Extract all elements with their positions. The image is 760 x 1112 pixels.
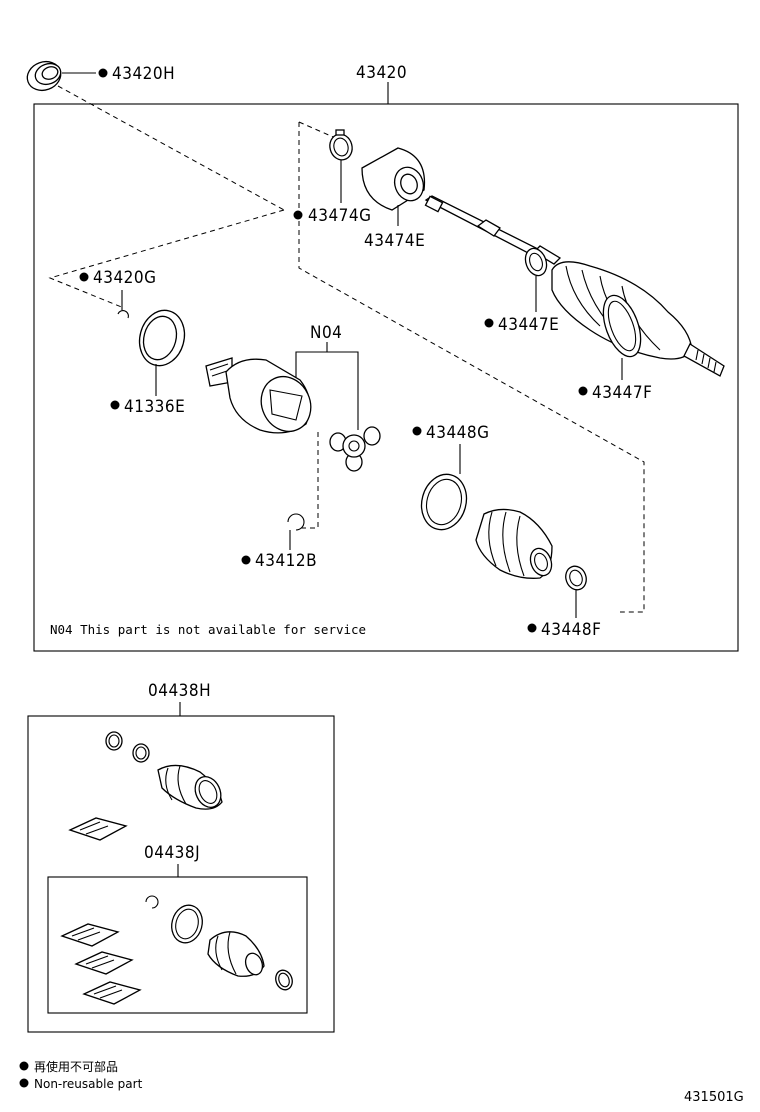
non-reusable-dot-icon (484, 318, 494, 328)
kit-04438J-frame (47, 876, 308, 1014)
service-note: N04 This part is not available for servi… (50, 622, 366, 637)
legend-jp: 再使用不可部品 (34, 1059, 118, 1074)
part-label-43448F[interactable]: 43448F (541, 620, 601, 640)
part-label-43447E[interactable]: 43447E (498, 315, 559, 335)
non-reusable-dot-icon (241, 555, 251, 565)
damper-43474E-part[interactable] (361, 147, 428, 211)
diagram-id: 431501G (684, 1090, 744, 1105)
part-label-43447F[interactable]: 43447F (592, 383, 652, 403)
inner-cv-boot-part[interactable] (475, 508, 555, 579)
non-reusable-dot-icon (19, 1078, 29, 1088)
clamp-43448G-part[interactable] (416, 469, 473, 534)
assembly-label[interactable]: 43420 (356, 63, 407, 83)
kit-04438J-contents[interactable] (60, 895, 295, 1005)
part-label-43420H[interactable]: 43420H (112, 64, 175, 84)
non-reusable-dot-icon (527, 623, 537, 633)
kit-label-04438J[interactable]: 04438J (144, 843, 200, 863)
inner-joint-housing-part[interactable] (205, 357, 320, 440)
outer-spindle-part[interactable] (683, 343, 725, 377)
non-reusable-dot-icon (19, 1061, 29, 1071)
clamp-43448F-part[interactable] (562, 563, 589, 592)
tripod-part[interactable] (329, 426, 381, 472)
non-reusable-dot-icon (110, 400, 120, 410)
clamp-43447E-part[interactable] (522, 245, 550, 278)
non-reusable-dot-icon (412, 426, 422, 436)
kit-04438H-frame (27, 715, 335, 1033)
outer-cv-boot-part[interactable] (551, 261, 693, 362)
non-reusable-dot-icon (98, 68, 108, 78)
part-label-N04[interactable]: N04 (310, 323, 342, 343)
non-reusable-dot-icon (293, 210, 303, 220)
part-label-43474E[interactable]: 43474E (364, 231, 425, 251)
ring-41336E-part[interactable] (134, 305, 191, 370)
clamp-43474G-part[interactable] (327, 129, 355, 162)
snap-ring-43420G-part[interactable] (117, 310, 129, 319)
part-label-41336E[interactable]: 41336E (124, 397, 185, 417)
seal-43420H-part[interactable] (23, 57, 65, 95)
part-label-43448G[interactable]: 43448G (426, 423, 490, 443)
snap-ring-43412B-part[interactable] (287, 513, 305, 531)
legend-en: Non-reusable part (34, 1077, 143, 1091)
kit-04438H-contents[interactable] (68, 731, 226, 841)
part-label-43474G[interactable]: 43474G (308, 206, 372, 226)
kit-label-04438H[interactable]: 04438H (148, 681, 211, 701)
non-reusable-dot-icon (79, 272, 89, 282)
part-label-43420G[interactable]: 43420G (93, 268, 157, 288)
part-label-43412B[interactable]: 43412B (255, 551, 317, 571)
assembly-frame (33, 103, 739, 652)
drive-shaft-part[interactable] (424, 195, 562, 265)
non-reusable-dot-icon (578, 386, 588, 396)
